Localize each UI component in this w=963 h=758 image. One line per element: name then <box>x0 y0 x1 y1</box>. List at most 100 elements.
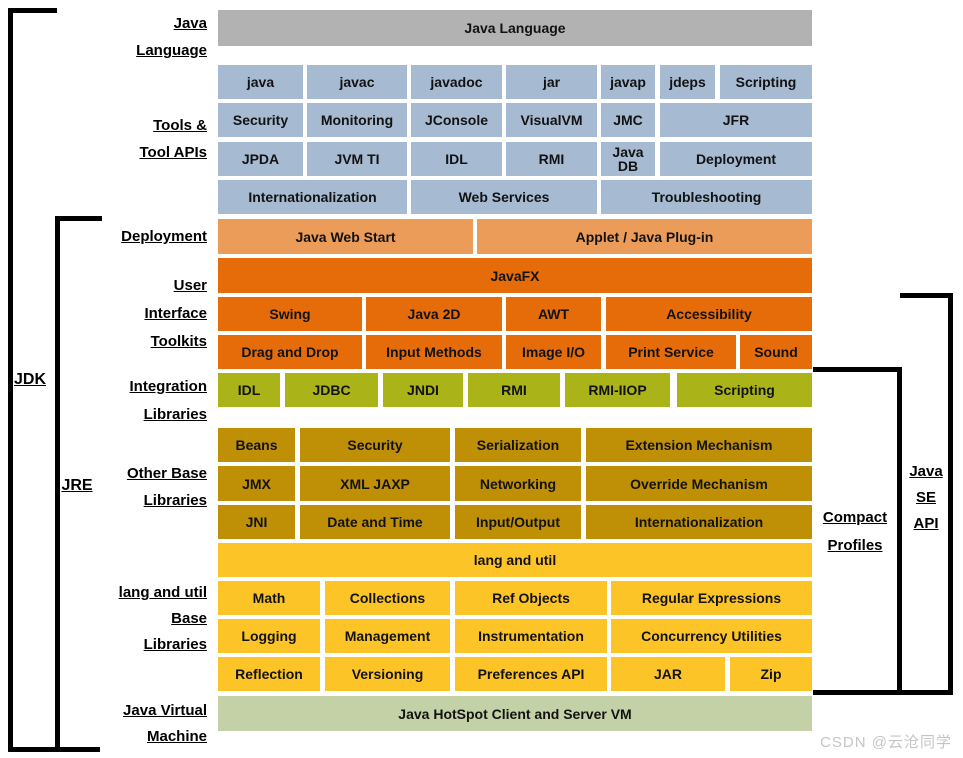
tools-and-tool-apis-label: Tools &Tool APIs <box>100 112 208 166</box>
block-label: Input Methods <box>386 344 482 360</box>
block-label: Troubleshooting <box>651 189 762 205</box>
side-label-line: Toolkits <box>150 333 207 350</box>
jvm-ti-box: JVM TI <box>307 142 407 176</box>
rmi-box: RMI <box>468 373 560 407</box>
block-label: JMC <box>613 112 643 128</box>
instrumentation-box: Instrumentation <box>455 619 607 653</box>
applet-java-plug-in-box: Applet / Java Plug-in <box>477 219 812 254</box>
ref-objects-box: Ref Objects <box>455 581 607 615</box>
scripting-box: Scripting <box>677 373 812 407</box>
management-box: Management <box>325 619 450 653</box>
block-label: Internationalization <box>248 189 377 205</box>
block-label: Java HotSpot Client and Server VM <box>398 705 632 722</box>
compact-profiles-bracket <box>813 367 902 372</box>
block-label: Logging <box>241 628 297 644</box>
block-label: Override Mechanism <box>630 475 768 492</box>
block-label: Print Service <box>628 344 714 360</box>
block-label: JPDA <box>241 151 280 167</box>
block-label: Date and Time <box>327 514 423 530</box>
deployment-label: Deployment <box>60 223 207 250</box>
block-label: RMI-IIOP <box>588 382 647 398</box>
side-label-line: Java <box>909 463 943 480</box>
internationalization-box: Internationalization <box>586 505 812 539</box>
jni-box: JNI <box>218 505 295 539</box>
side-label-line: Libraries <box>143 636 207 653</box>
jdk-bracket <box>8 747 100 752</box>
block-label: Zip <box>760 666 782 682</box>
side-label-line: Compact <box>822 509 888 526</box>
block-label: JavaFX <box>490 267 540 284</box>
block-label: JNDI <box>407 382 439 398</box>
jdbc-box: JDBC <box>285 373 378 407</box>
javap-box: javap <box>601 65 655 99</box>
security-box: Security <box>300 428 450 462</box>
block-label: Serialization <box>476 437 560 453</box>
side-label-line: Base <box>171 610 207 627</box>
block-label: jdeps <box>669 74 706 90</box>
idl-box: IDL <box>411 142 502 176</box>
side-label-line: Deployment <box>121 228 207 245</box>
side-label-line: Other Base <box>126 465 207 482</box>
block-label: JAR <box>653 666 682 682</box>
logging-box: Logging <box>218 619 320 653</box>
block-label: javac <box>339 74 375 90</box>
awt-box: AWT <box>506 297 601 331</box>
java-language-box: Java Language <box>218 10 812 46</box>
block-label: IDL <box>237 382 261 398</box>
block-label: Math <box>252 590 286 606</box>
jre-bracket <box>55 216 102 221</box>
print-service-box: Print Service <box>606 335 736 369</box>
block-label: Sound <box>754 344 798 360</box>
block-label: JDBC <box>312 382 351 398</box>
side-label-line: Java <box>173 15 207 32</box>
block-label: Java <box>612 144 644 160</box>
side-label-line: Tool APIs <box>139 144 208 161</box>
side-label-line: User <box>173 277 207 294</box>
regular-expressions-box: Regular Expressions <box>611 581 812 615</box>
compact-profiles-bracket <box>813 690 902 695</box>
block-label: Drag and Drop <box>241 344 339 360</box>
jdk-bracket <box>8 8 13 752</box>
versioning-box: Versioning <box>325 657 450 691</box>
swing-box: Swing <box>218 297 362 331</box>
java-se-api-bracket <box>900 690 953 695</box>
input-output-box: Input/Output <box>455 505 581 539</box>
troubleshooting-box: Troubleshooting <box>601 180 812 214</box>
side-label-line: Libraries <box>143 406 207 423</box>
accessibility-box: Accessibility <box>606 297 812 331</box>
block-label: lang and util <box>473 552 557 568</box>
block-label: JFR <box>722 112 750 128</box>
scripting-box: Scripting <box>720 65 812 99</box>
side-label-line: Libraries <box>143 492 207 509</box>
block-label: XML JAXP <box>340 475 410 492</box>
javafx-box: JavaFX <box>218 258 812 293</box>
block-label: Scripting <box>735 74 797 90</box>
preferences-api-box: Preferences API <box>455 657 607 691</box>
jfr-box: JFR <box>660 103 812 137</box>
deployment-box: Deployment <box>660 142 812 176</box>
side-label-line: SE <box>915 489 936 506</box>
block-label: Management <box>344 628 431 644</box>
java-se-api-bracket <box>948 293 953 695</box>
block-label: Reflection <box>235 666 303 682</box>
block-label: Monitoring <box>320 112 394 128</box>
side-label-line: Profiles <box>827 537 883 554</box>
date-and-time-box: Date and Time <box>300 505 450 539</box>
web-services-box: Web Services <box>411 180 597 214</box>
math-box: Math <box>218 581 320 615</box>
block-label: RMI <box>538 151 565 167</box>
block-label: Ref Objects <box>492 590 570 606</box>
block-label: Internationalization <box>634 514 764 530</box>
jdk-bracket <box>8 8 57 13</box>
xml-jaxp-box: XML JAXP <box>300 466 450 501</box>
side-label-line: Machine <box>146 728 207 745</box>
block-label: javadoc <box>430 74 483 90</box>
side-label-line: JDK <box>13 371 46 388</box>
image-i-o-box: Image I/O <box>506 335 601 369</box>
